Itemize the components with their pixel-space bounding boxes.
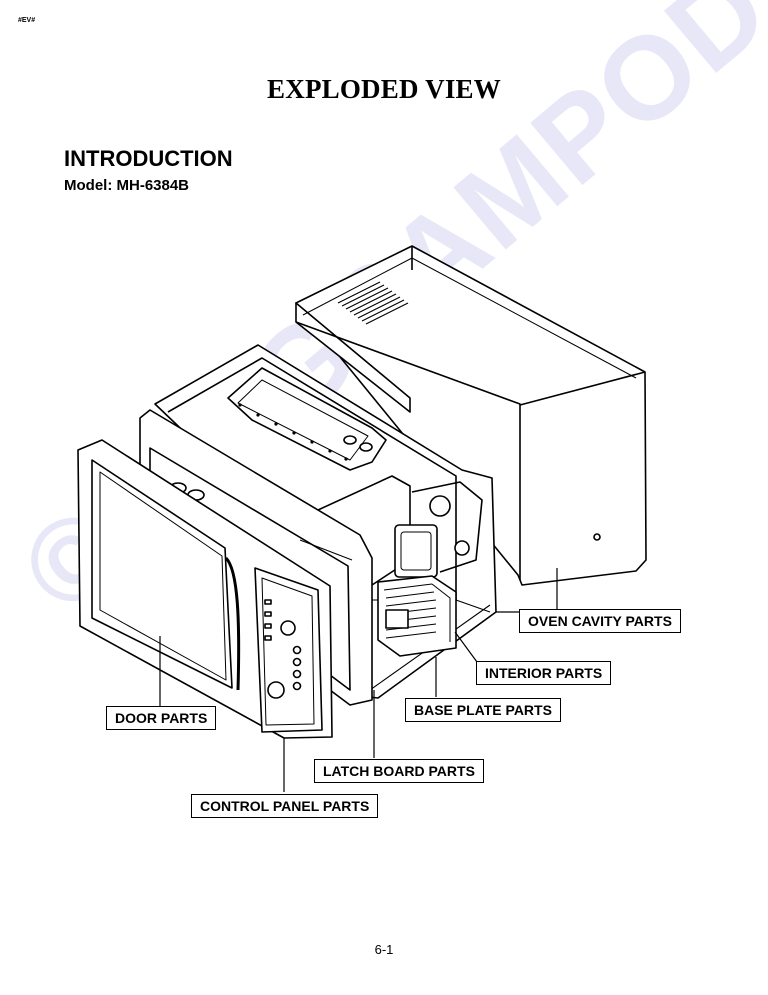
label-latch-board-parts: LATCH BOARD PARTS bbox=[314, 759, 484, 783]
label-door-parts: DOOR PARTS bbox=[106, 706, 217, 730]
page-number: 6-1 bbox=[374, 942, 394, 957]
model-label: Model: MH-6384B bbox=[64, 177, 190, 194]
label-base-plate-parts: BASE PLATE PARTS bbox=[405, 698, 561, 722]
page-title: EXPLODED VIEW bbox=[267, 74, 501, 104]
outer-cabinet bbox=[295, 245, 647, 586]
label-oven-cavity-parts: OVEN CAVITY PARTS bbox=[519, 609, 681, 633]
label-control-panel-parts: CONTROL PANEL PARTS bbox=[191, 794, 379, 818]
page-code: #EV# bbox=[18, 17, 36, 24]
label-interior-parts: INTERIOR PARTS bbox=[476, 661, 612, 685]
section-heading: INTRODUCTION bbox=[64, 146, 233, 171]
front-door bbox=[77, 439, 333, 739]
